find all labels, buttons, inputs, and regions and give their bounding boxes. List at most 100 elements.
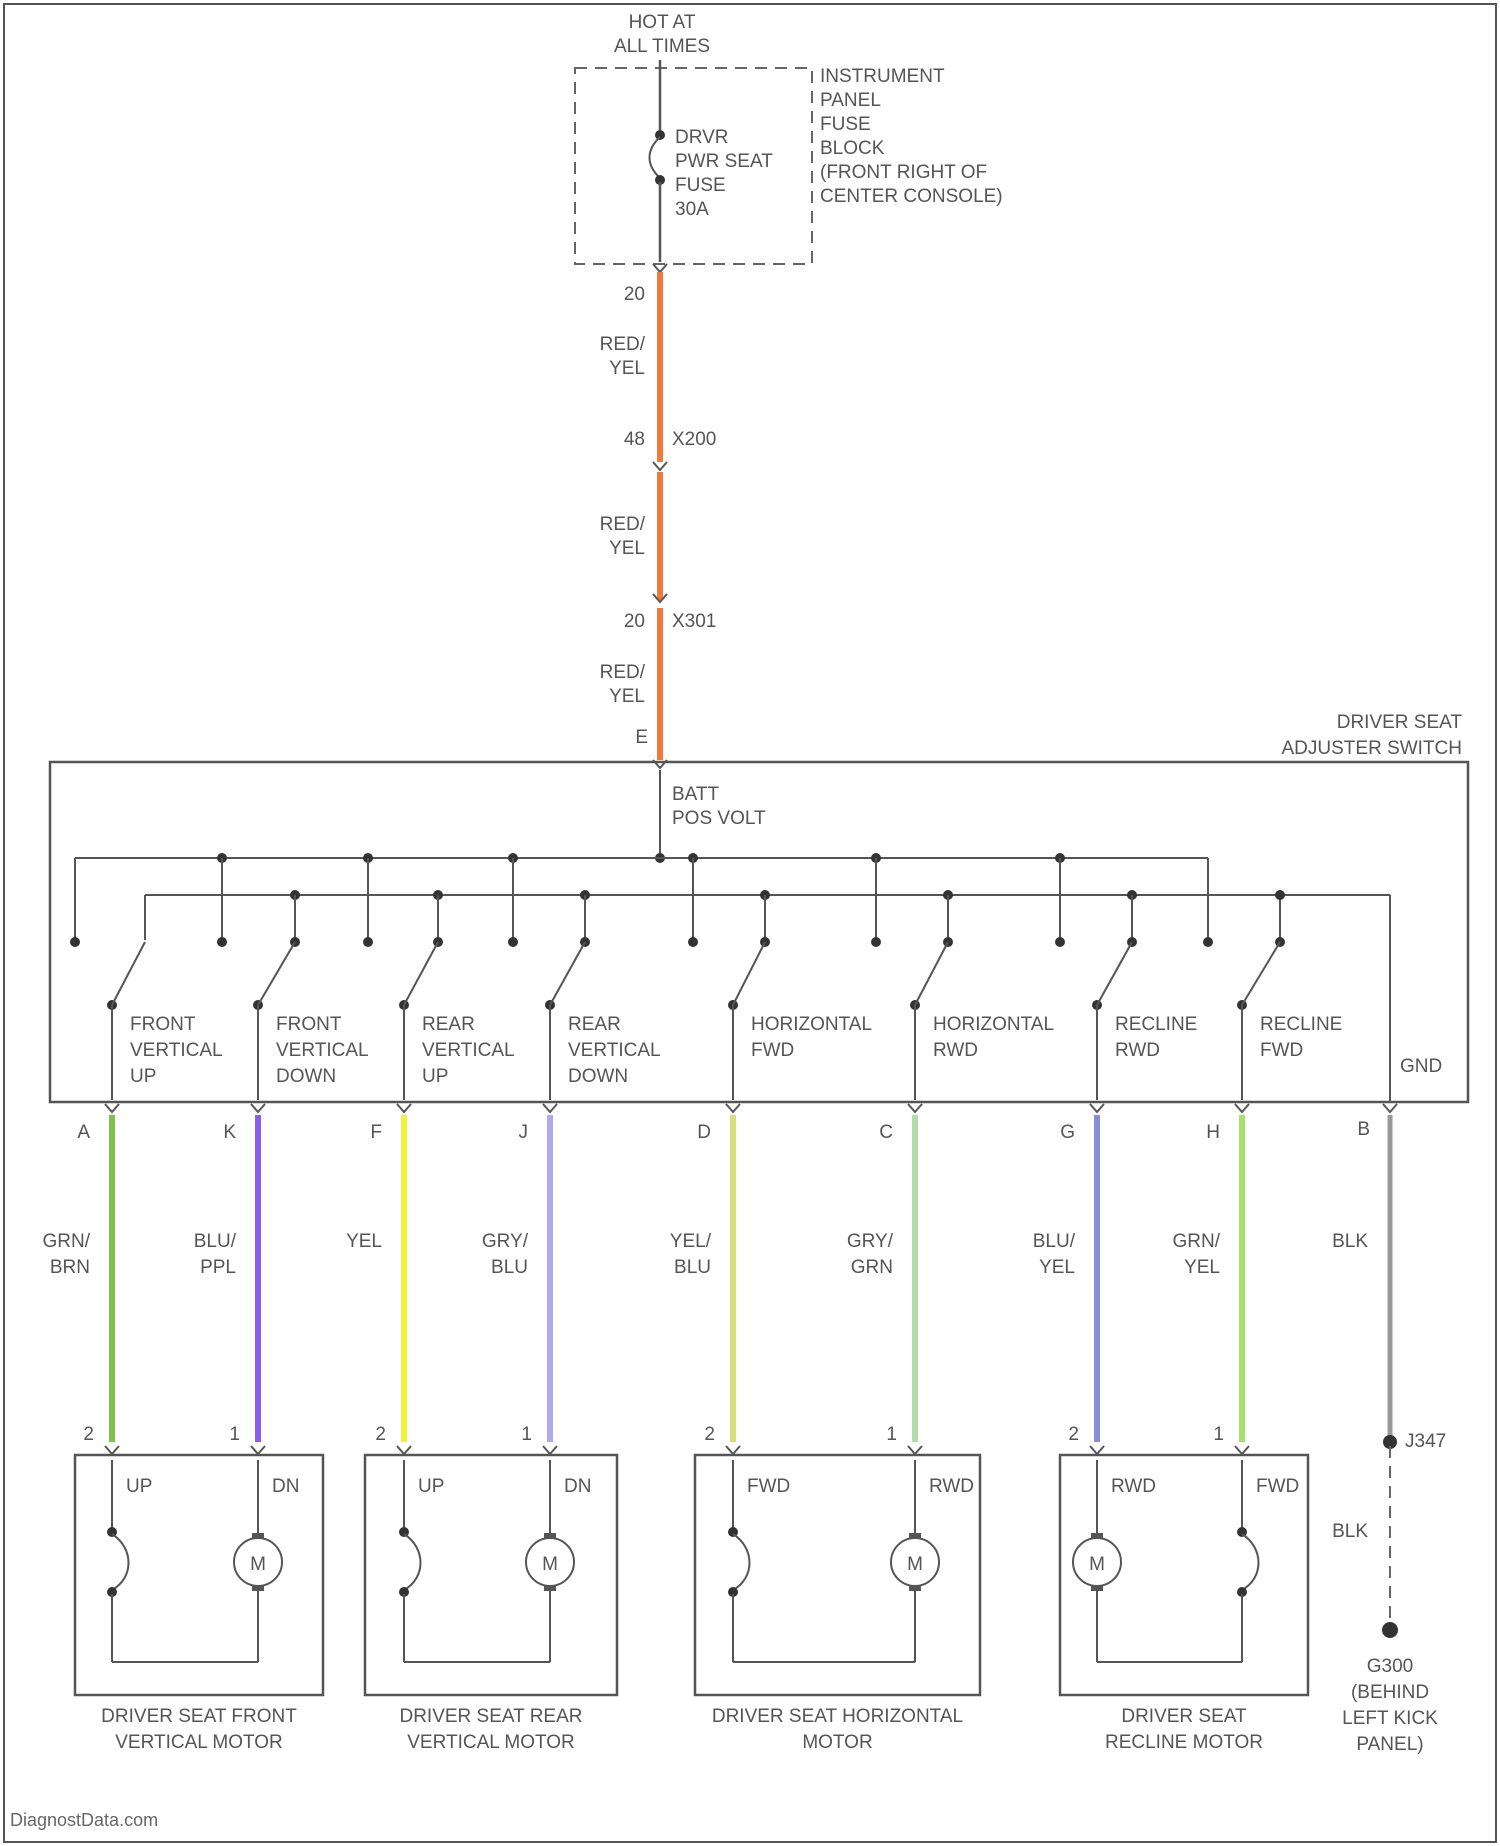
ground-point-dot [1382, 1622, 1398, 1638]
position-wire-label-5: GRY/GRN [847, 1231, 894, 1278]
upper-contact-left [70, 937, 80, 947]
motor-1-pin-left: 2 [375, 1424, 386, 1445]
bus-lower-junction-last [1275, 890, 1285, 900]
motor-2-pin-left: 2 [704, 1424, 715, 1445]
motor-0-symbol: M [250, 1554, 266, 1575]
gnd-label: GND [1400, 1056, 1442, 1077]
switch-blade-4 [733, 942, 765, 1005]
switch-blade-6 [1097, 942, 1132, 1005]
switch-blade-7 [1242, 942, 1280, 1005]
motor-1-symbol: M [542, 1554, 558, 1575]
position-wire-label-6: BLU/YEL [1033, 1231, 1076, 1278]
motor-1-brush-top [544, 1533, 556, 1539]
switch-connector-4-icon [726, 1104, 740, 1112]
motor-1-pin-right: 1 [521, 1424, 532, 1445]
motor-2-term-right: RWD [929, 1476, 974, 1497]
upper-contact-right [1203, 937, 1213, 947]
motor-3-connector-right-icon [1235, 1446, 1249, 1454]
switch-connector-0-icon [105, 1104, 119, 1112]
position-wire-label-1: BLU/PPL [194, 1231, 237, 1278]
motor-0-pin-right: 1 [229, 1424, 240, 1445]
motor-3-brush-bottom [1091, 1585, 1103, 1591]
motor-1-connector-right-icon [543, 1446, 557, 1454]
position-wire-label-0: GRN/BRN [43, 1231, 91, 1278]
gnd-lower-wire-label: BLK [1332, 1521, 1368, 1542]
position-wire-label-2: YEL [346, 1231, 382, 1252]
switch-pin-e-label: E [635, 727, 648, 748]
feed-seg3-label: RED/YEL [600, 662, 646, 707]
motor-1-connector-left-icon [397, 1446, 411, 1454]
switch-connector-3-icon [543, 1104, 557, 1112]
motor-1-brush-bottom [544, 1585, 556, 1591]
motor-3-limit-switch [1242, 1534, 1259, 1590]
motor-3-symbol: M [1089, 1554, 1105, 1575]
motor-3-connector-left-icon [1090, 1446, 1104, 1454]
motor-3-pin-right: 1 [1213, 1424, 1224, 1445]
fuse-symbol [650, 137, 661, 178]
x200-pin-label: 48 [624, 429, 645, 450]
motor-0-connector-left-icon [105, 1446, 119, 1454]
feed-seg2-label: RED/YEL [600, 514, 646, 559]
motor-2-brush-bottom [909, 1585, 921, 1591]
gnd-wire-label: BLK [1332, 1231, 1368, 1252]
switch-blade-1 [258, 942, 295, 1005]
motor-2-pin-right: 1 [886, 1424, 897, 1445]
switch-blade-0 [112, 942, 145, 1005]
position-wire-label-7: GRN/YEL [1173, 1231, 1221, 1278]
motor-2-connector-left-icon [726, 1446, 740, 1454]
position-wire-label-4: YEL/BLU [670, 1231, 712, 1278]
upper-contact-3 [688, 937, 698, 947]
ground-point-label: G300(BEHINDLEFT KICKPANEL) [1342, 1656, 1438, 1755]
motor-3-term-left: RWD [1111, 1476, 1156, 1497]
motor-0-pin-left: 2 [83, 1424, 94, 1445]
switch-pin-4: D [697, 1122, 711, 1143]
gnd-connector-icon [1383, 1104, 1397, 1112]
switch-pin-1: K [223, 1122, 236, 1143]
switch-connector-6-icon [1090, 1104, 1104, 1112]
switch-blade-5 [915, 942, 948, 1005]
switch-pin-3: J [519, 1122, 529, 1143]
site-credit: DiagnostData.com [10, 1810, 158, 1831]
motor-3-pin-left: 2 [1068, 1424, 1079, 1445]
upper-contact-4 [871, 937, 881, 947]
fuse-label: DRVRPWR SEATFUSE30A [675, 127, 773, 220]
motor-3-brush-top [1091, 1533, 1103, 1539]
switch-blade-3 [550, 942, 585, 1005]
switch-connector-7-icon [1235, 1104, 1249, 1112]
motor-0-brush-bottom [252, 1585, 264, 1591]
x301-name-label: X301 [672, 611, 716, 632]
switch-pin-7: H [1206, 1122, 1220, 1143]
fuse-terminal-top [655, 130, 665, 140]
pin-top-label: 20 [624, 284, 645, 305]
connector-top-icon [653, 264, 667, 272]
connector-x200-icon [653, 462, 667, 470]
switch-label-1: FRONTVERTICALDOWN [276, 1014, 369, 1087]
gnd-pin-label: B [1357, 1119, 1370, 1140]
switch-connector-2-icon [397, 1104, 411, 1112]
motor-2-symbol: M [907, 1554, 923, 1575]
switch-label-0: FRONTVERTICALUP [130, 1014, 223, 1087]
motor-3-term-right: FWD [1256, 1476, 1299, 1497]
motor-0-limit-switch [112, 1534, 129, 1590]
motor-0-brush-top [252, 1533, 264, 1539]
switch-connector-1-icon [251, 1104, 265, 1112]
switch-pin-5: C [879, 1122, 893, 1143]
motor-2-limit-switch [733, 1534, 750, 1590]
motor-1-limit-switch [404, 1534, 421, 1590]
motor-2-connector-right-icon [908, 1446, 922, 1454]
motor-1-term-right: DN [564, 1476, 591, 1497]
x200-name-label: X200 [672, 429, 716, 450]
motor-2-term-left: FWD [747, 1476, 790, 1497]
motor-2-brush-top [909, 1533, 921, 1539]
